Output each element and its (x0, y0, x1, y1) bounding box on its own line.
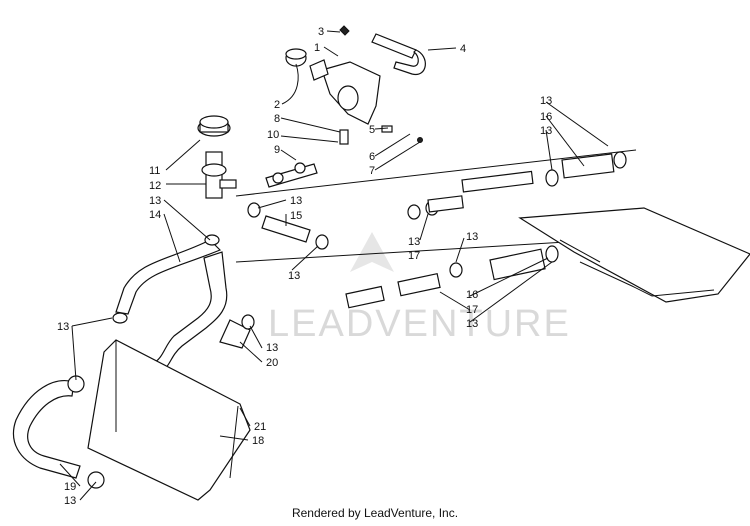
hose-lower (235, 241, 567, 309)
callout-13: 13 (149, 195, 161, 207)
watermark: LEADVENTURE (268, 232, 571, 345)
short-hose-9 (265, 162, 318, 188)
callout-19: 19 (64, 481, 76, 493)
callout-13: 13 (466, 318, 478, 330)
hose-upper (235, 149, 637, 216)
callout-13: 13 (466, 231, 478, 243)
callout-13: 13 (408, 236, 420, 248)
callout-20: 20 (266, 357, 278, 369)
callout-1: 1 (314, 42, 320, 54)
callout-16: 16 (540, 111, 552, 123)
filler-neck (201, 151, 237, 199)
heat-exchanger (518, 207, 750, 303)
callout-17: 17 (408, 250, 420, 262)
leader-lines (59, 30, 609, 501)
callout-16: 16 (466, 289, 478, 301)
callout-13: 13 (290, 195, 302, 207)
radiator-cap (197, 115, 231, 137)
callout-10: 10 (267, 129, 279, 141)
callout-13: 13 (266, 342, 278, 354)
callout-11: 11 (149, 165, 160, 177)
callout-2: 2 (274, 99, 280, 111)
reservoir-bracket (309, 25, 381, 125)
callout-7: 7 (369, 165, 375, 177)
callout-9: 9 (274, 144, 280, 156)
overflow-hose (371, 33, 426, 75)
callout-13: 13 (64, 495, 76, 507)
callout-8: 8 (274, 113, 280, 125)
hose-14 (115, 239, 222, 315)
fitting-10 (339, 125, 423, 145)
callout-13: 13 (540, 125, 552, 137)
callout-17: 17 (466, 304, 478, 316)
callout-5: 5 (369, 124, 375, 136)
hose-clamps (112, 151, 627, 330)
radiator-18 (87, 339, 251, 501)
callout-12: 12 (149, 180, 161, 192)
callout-21: 21 (254, 421, 266, 433)
watermark-text: LEADVENTURE (268, 303, 571, 345)
callout-18: 18 (252, 435, 264, 447)
callout-13: 13 (540, 95, 552, 107)
callout-13: 13 (288, 270, 300, 282)
hose-19 (12, 375, 105, 489)
callout-13: 13 (57, 321, 69, 333)
callout-4: 4 (460, 43, 466, 55)
callout-3: 3 (318, 26, 324, 38)
callout-6: 6 (369, 151, 375, 163)
footer-credit: Rendered by LeadVenture, Inc. (291, 506, 459, 520)
hose-15 (261, 215, 311, 243)
callout-numbers: 3 1 4 2 8 10 9 5 6 7 11 12 13 14 13 15 1… (57, 26, 552, 507)
callout-14: 14 (149, 209, 161, 221)
callout-15: 15 (290, 210, 302, 222)
filler-cap-small (285, 48, 307, 67)
